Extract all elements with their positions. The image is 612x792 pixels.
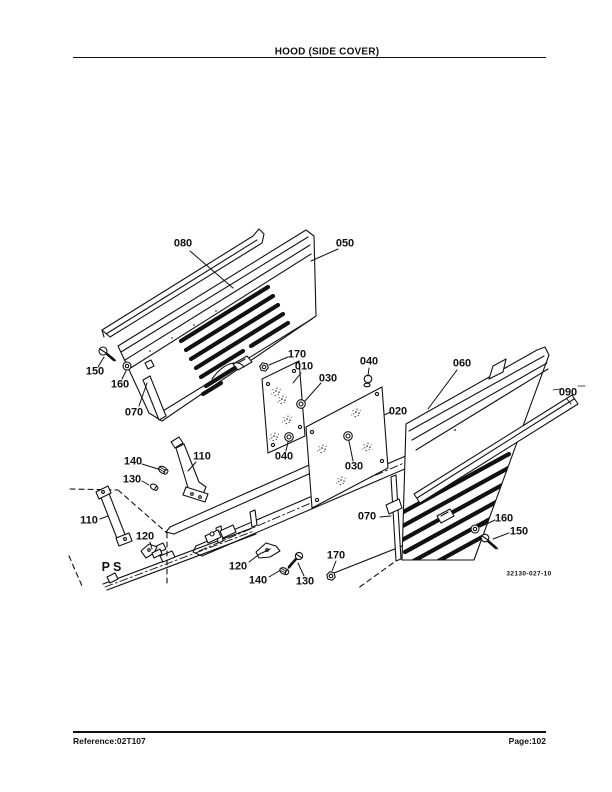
washer-icon xyxy=(470,524,480,534)
figure-code: 32130-027-10 xyxy=(506,570,552,578)
callout-040-lower: 040 xyxy=(274,450,294,463)
bracket-part-120-ps xyxy=(140,543,163,559)
panel-part-050 xyxy=(117,229,317,422)
callout-050: 050 xyxy=(335,237,355,250)
callout-160-right: 160 xyxy=(494,512,514,525)
callout-040-upper: 040 xyxy=(359,355,379,368)
grommet-icon xyxy=(296,399,306,409)
top-edge-notch xyxy=(488,358,507,380)
callout-010: 010 xyxy=(294,360,314,373)
callout-leader-lines xyxy=(97,248,572,578)
clip-icon xyxy=(279,567,290,576)
strip-part-080 xyxy=(101,228,265,338)
edge-trim-070-right xyxy=(356,474,403,590)
callout-090: 090 xyxy=(558,386,578,399)
callout-150-right: 150 xyxy=(509,525,529,538)
callout-020: 020 xyxy=(388,405,408,418)
footer-reference: Reference:02T107 xyxy=(73,736,146,746)
washer-icon xyxy=(122,361,132,371)
bracket-part-110-upper xyxy=(170,436,209,503)
latch-bracket xyxy=(436,508,455,524)
nut-icon xyxy=(258,361,270,373)
ps-region-label: PS xyxy=(101,560,125,574)
support-rails xyxy=(102,454,415,591)
callout-110-upper: 110 xyxy=(193,450,211,463)
callout-110-ps: 110 xyxy=(80,514,98,527)
nut-icon xyxy=(325,570,337,582)
strip-part-090 xyxy=(413,385,586,504)
grommet-icon xyxy=(284,432,294,442)
callout-160-left: 160 xyxy=(110,378,130,391)
footer-rule xyxy=(73,731,546,733)
screw-icon xyxy=(287,551,304,570)
plate-part-010 xyxy=(261,360,306,454)
grommet-icon xyxy=(343,431,353,441)
edge-trim-070-left xyxy=(142,375,167,421)
bracket-part-110-ps xyxy=(95,485,133,547)
callout-030-upper: 030 xyxy=(318,372,338,385)
callout-170-bottom: 170 xyxy=(326,549,346,562)
callout-120-bottom: 120 xyxy=(228,560,248,573)
screw-icon xyxy=(98,346,117,362)
header-rule xyxy=(73,56,546,59)
clip-icon xyxy=(158,465,169,475)
clip-icon xyxy=(149,483,159,491)
callout-130-left: 130 xyxy=(122,473,142,486)
screw-icon xyxy=(480,533,499,550)
callout-080: 080 xyxy=(173,237,193,250)
latch-bracket xyxy=(232,355,253,371)
page-title: HOOD (SIDE COVER) xyxy=(274,46,380,58)
callout-170-upper: 170 xyxy=(287,348,307,361)
callout-120-ps: 120 xyxy=(135,530,155,543)
callout-150-left: 150 xyxy=(85,365,105,378)
callout-070-left: 070 xyxy=(124,406,144,419)
callout-140-bottom: 140 xyxy=(248,574,268,587)
callout-130-bottom: 130 xyxy=(295,575,315,588)
callout-030-lower: 030 xyxy=(344,460,364,473)
vent-slats xyxy=(178,284,291,397)
plate-part-020 xyxy=(305,386,389,509)
callout-070-right: 070 xyxy=(357,510,377,523)
clip-icon xyxy=(363,374,373,388)
callout-060: 060 xyxy=(452,357,472,370)
footer-page-number: Page:102 xyxy=(508,736,546,746)
callout-140-left: 140 xyxy=(123,455,143,468)
